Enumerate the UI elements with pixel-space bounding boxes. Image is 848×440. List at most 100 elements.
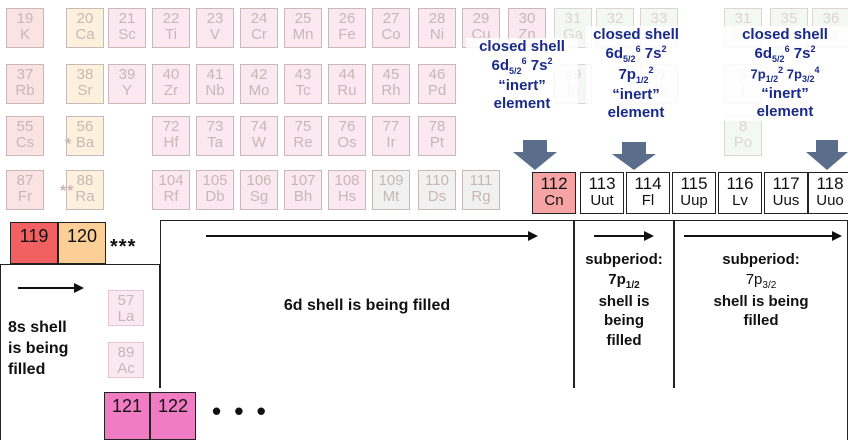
- atomic-number: 28: [428, 10, 446, 27]
- element-symbol: Ta: [207, 134, 223, 151]
- element-symbol: Rg: [471, 188, 491, 205]
- atomic-number: 29: [472, 10, 490, 27]
- element-symbol: V: [209, 26, 220, 43]
- element-symbol: Ca: [75, 26, 95, 43]
- element-symbol: Fl: [641, 192, 655, 209]
- element-cell-119: 119: [10, 222, 58, 264]
- element-symbol: Rb: [15, 82, 35, 99]
- element-symbol: Rf: [163, 188, 179, 205]
- atomic-number: 76: [338, 118, 356, 135]
- atomic-number: 75: [294, 118, 312, 135]
- right-arrow-icon: [18, 283, 84, 293]
- label-8s-shell: 8s shell is being filled: [8, 319, 69, 378]
- atomic-number: 105: [202, 172, 228, 189]
- atomic-number: 115: [680, 174, 708, 193]
- element-symbol: Re: [293, 134, 313, 151]
- atomic-number: 37: [16, 66, 34, 83]
- atomic-number: 44: [338, 66, 356, 83]
- atomic-number: 55: [16, 118, 34, 135]
- element-symbol: Uus: [772, 192, 800, 209]
- annotation-fl-inert: closed shell 6d5/26 7s2 7p1/22 “inert” e…: [586, 26, 686, 122]
- atomic-number: 20: [76, 10, 94, 27]
- atomic-number: 46: [428, 66, 446, 83]
- atomic-number: 38: [76, 66, 94, 83]
- atomic-number: 104: [158, 172, 184, 189]
- down-arrow-icon: [806, 140, 848, 170]
- atomic-number: 88: [76, 172, 94, 189]
- atomic-number: 22: [162, 10, 180, 27]
- element-symbol: Ra: [75, 188, 95, 205]
- atomic-number: 43: [294, 66, 312, 83]
- element-symbol: K: [19, 26, 30, 43]
- atomic-number: 78: [428, 118, 446, 135]
- atomic-number: 87: [16, 172, 34, 189]
- atomic-number: 109: [378, 172, 404, 189]
- atomic-number: 31: [564, 10, 582, 27]
- element-symbol: Cn: [544, 192, 564, 209]
- right-arrow-icon: [206, 231, 538, 241]
- atomic-number: 112: [540, 174, 568, 193]
- element-symbol: Co: [381, 26, 401, 43]
- atomic-number: 30: [518, 10, 536, 27]
- element-symbol: Fr: [17, 188, 33, 205]
- atomic-number: 119: [19, 226, 49, 246]
- element-symbol: Ru: [337, 82, 357, 99]
- box-7p32-subperiod: [674, 220, 848, 390]
- right-arrow-icon: [684, 231, 842, 241]
- element-symbol: Rh: [381, 82, 401, 99]
- element-cell-120: 120: [58, 222, 106, 264]
- atomic-number: 27: [382, 10, 400, 27]
- element-symbol: Cs: [15, 134, 35, 151]
- atomic-number: 33: [650, 10, 668, 27]
- atomic-number: 21: [118, 10, 136, 27]
- down-arrow-icon: [513, 140, 557, 170]
- atomic-number: 41: [206, 66, 224, 83]
- element-symbol: Ds: [427, 188, 447, 205]
- right-arrow-icon: [594, 231, 654, 241]
- atomic-number: 26: [338, 10, 356, 27]
- atomic-number: 111: [469, 172, 493, 189]
- label-7p12-subperiod: subperiod: 7p1/2 shell is being filled: [585, 251, 663, 349]
- annotation-cn-inert: closed shell 6d5/26 7s2 “inert” element: [466, 38, 578, 113]
- atomic-number: 77: [382, 118, 400, 135]
- atomic-number: 25: [294, 10, 312, 27]
- atomic-number: 19: [16, 10, 34, 27]
- element-symbol: Db: [205, 188, 225, 205]
- atomic-number: 108: [334, 172, 360, 189]
- element-symbol: Ir: [386, 134, 396, 151]
- element-symbol: Sc: [118, 26, 136, 43]
- element-symbol: Mn: [292, 26, 314, 43]
- atomic-number: 74: [250, 118, 268, 135]
- element-symbol: Uut: [590, 192, 614, 209]
- atomic-number: 114: [634, 174, 662, 193]
- atomic-number: 40: [162, 66, 180, 83]
- element-cell-122: 122: [150, 392, 196, 440]
- element-symbol: Nb: [205, 82, 225, 99]
